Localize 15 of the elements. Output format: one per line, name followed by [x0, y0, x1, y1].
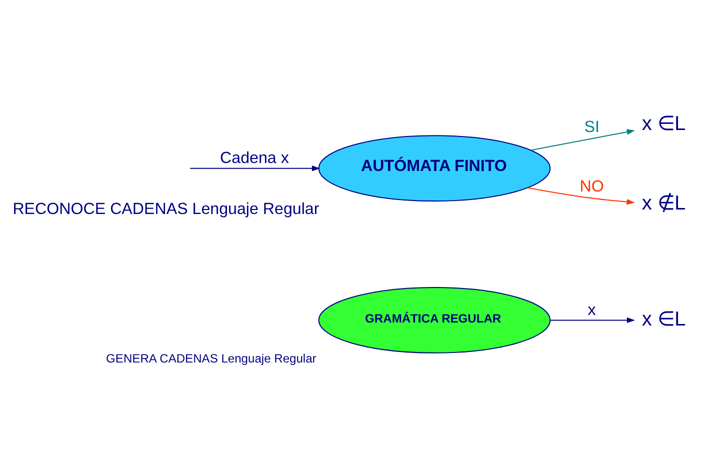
arrow	[190, 165, 320, 171]
arrow	[550, 316, 635, 323]
node-text: x ∈L	[642, 308, 686, 330]
edge-label: SI	[584, 117, 600, 136]
arrow	[528, 186, 635, 204]
node-label: RECONOCE CADENAS Lenguaje Regular	[12, 199, 320, 218]
node-text: x ∈L	[642, 112, 686, 135]
arrow	[530, 128, 635, 150]
node-text: x ∉L	[642, 192, 686, 214]
node-ellipse: AUTÓMATA FINITO	[318, 134, 551, 202]
edge-label: Cadena x	[220, 148, 289, 167]
edge-label: x	[588, 300, 596, 318]
node-ellipse: GRAMÁTICA REGULAR	[318, 286, 551, 353]
node-label: GENERA CADENAS Lenguaje Regular	[106, 351, 316, 366]
edge-label: NO	[580, 176, 604, 195]
